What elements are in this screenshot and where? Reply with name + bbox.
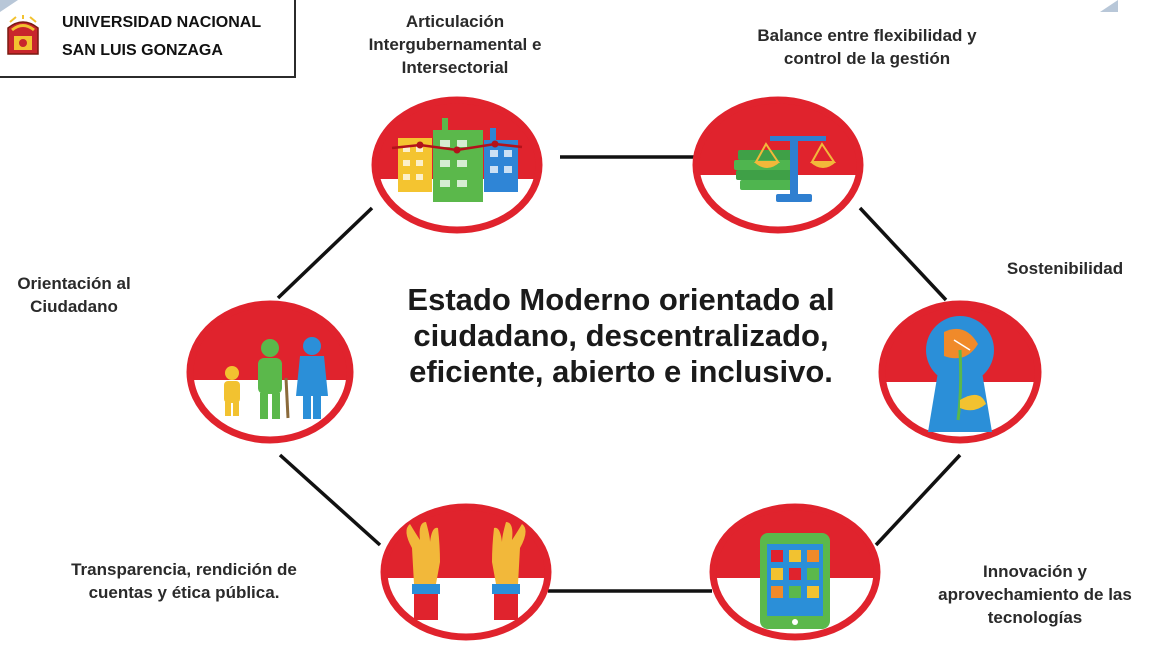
pillar-label-articulacion: Articulación Intergubernamental e Inters…	[330, 10, 580, 79]
pillar-label-ciudadano: Orientación al Ciudadano	[0, 272, 148, 318]
label-line: Balance entre flexibilidad y	[757, 26, 977, 45]
connector-line	[278, 453, 382, 547]
label-line: Sostenibilidad	[1006, 259, 1124, 278]
central-statement: Estado Moderno orientado al ciudadano, d…	[380, 282, 862, 390]
central-statement-line: eficiente, abierto e inclusivo.	[409, 354, 833, 389]
connector-line	[858, 206, 948, 302]
corner-decoration-icon	[0, 0, 18, 12]
pillar-circle-articulacion	[371, 96, 543, 234]
label-line: Ciudadano	[30, 297, 118, 316]
pillar-circle-ciudadano	[186, 300, 354, 444]
label-line: Articulación	[405, 12, 505, 31]
pillar-label-innovacion: Innovación y aprovechamiento de las tecn…	[900, 560, 1170, 629]
pillar-label-balance: Balance entre flexibilidad y control de …	[712, 24, 1022, 70]
university-logo-icon	[7, 15, 39, 55]
institution-header: UNIVERSIDAD NACIONAL SAN LUIS GONZAGA	[0, 0, 296, 78]
leaf-keyhole-icon	[926, 316, 994, 432]
pillar-circle-balance	[692, 96, 864, 234]
label-line: Transparencia, rendición de	[71, 560, 297, 579]
pillar-label-sostenibilidad: Sostenibilidad	[975, 257, 1155, 280]
label-line: Intersectorial	[401, 58, 509, 77]
label-line: Innovación y	[983, 562, 1087, 581]
buildings-icon	[391, 118, 523, 202]
pillar-circle-transparencia	[380, 503, 552, 641]
pillar-label-transparencia: Transparencia, rendición de cuentas y ét…	[38, 558, 330, 604]
label-line: control de la gestión	[783, 49, 951, 68]
pillar-circle-innovacion	[709, 503, 881, 641]
label-line: Intergubernamental e	[368, 35, 542, 54]
label-line: aprovechamiento de las	[938, 585, 1132, 604]
label-line: tecnologías	[987, 608, 1083, 627]
label-line: Orientación al	[17, 274, 131, 293]
connector-line	[276, 206, 374, 300]
connector-line	[874, 453, 962, 547]
family-icon	[224, 337, 328, 419]
connector-lines	[276, 155, 962, 593]
pillar-circle-sostenibilidad	[878, 300, 1042, 444]
scale-money-icon	[734, 136, 836, 202]
open-hands-icon	[406, 522, 526, 620]
label-line: cuentas y ética pública.	[88, 583, 280, 602]
central-statement-line: Estado Moderno orientado al	[407, 282, 835, 317]
central-statement-line: ciudadano, descentralizado,	[413, 318, 829, 353]
institution-name-line1: UNIVERSIDAD NACIONAL	[62, 14, 262, 31]
tablet-icon	[760, 533, 830, 629]
institution-name-line2: SAN LUIS GONZAGA	[62, 42, 223, 59]
corner-decoration-icon	[1100, 0, 1118, 12]
